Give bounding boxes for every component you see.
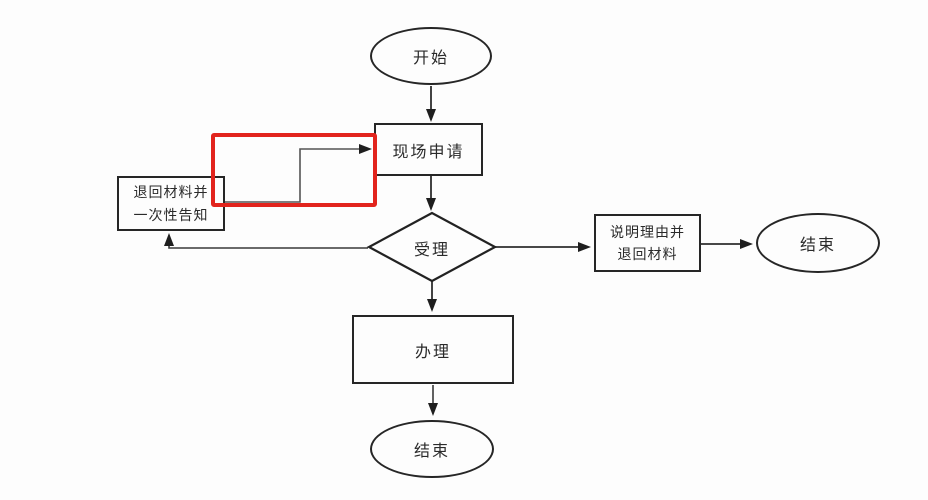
process-step: 办理 [352, 315, 514, 384]
process-label: 办理 [414, 343, 451, 361]
accept-decision-label: 受理 [413, 242, 450, 259]
accept-decision-diamond-shape [366, 211, 498, 283]
end-right-terminator: 结束 [756, 213, 880, 273]
connector-return-notify-to-application [225, 144, 372, 203]
return-and-notify-label-line2: 一次性告知 [133, 206, 209, 223]
end-right-label: 结束 [799, 237, 836, 254]
onsite-application-step: 现场申请 [374, 123, 483, 176]
return-and-notify-label-line1: 退回材料并 [133, 184, 209, 201]
start-terminator: 开始 [370, 27, 492, 85]
return-and-notify-step: 退回材料并 一次性告知 [117, 176, 225, 231]
end-bottom-terminator: 结束 [370, 420, 494, 478]
onsite-application-label: 现场申请 [392, 143, 465, 161]
explain-and-return-label-line2: 退回材料 [617, 246, 678, 262]
explain-and-return-label-line1: 说明理由并 [610, 223, 685, 240]
explain-and-return-step: 说明理由并 退回材料 [594, 214, 701, 272]
connector-accept-to-return-notify [164, 233, 368, 249]
red-highlight-annotation [211, 133, 377, 207]
start-label: 开始 [412, 50, 449, 67]
end-bottom-label: 结束 [413, 443, 450, 460]
